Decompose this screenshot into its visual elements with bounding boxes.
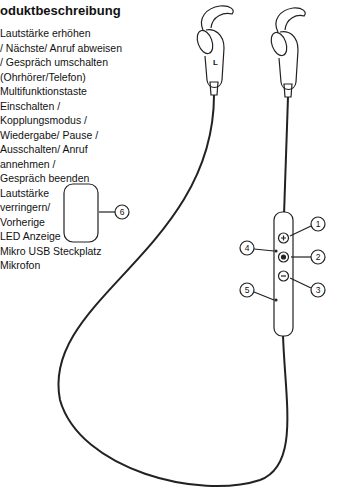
ear-tip [194, 28, 215, 55]
remote-side-view [64, 184, 98, 242]
description-line: Multifunktionstaste [0, 85, 87, 97]
leader-line [290, 278, 311, 288]
minus-sign [281, 275, 286, 276]
volume-up-button [279, 233, 289, 243]
cable-strain-relief [284, 84, 292, 97]
remote-control [274, 212, 293, 336]
cable [58, 95, 287, 486]
ear-hook [202, 6, 234, 30]
title: oduktbeschreibung [0, 3, 121, 18]
leader-line [290, 226, 311, 236]
description-line: Ausschalten/ Anruf [0, 143, 88, 155]
plus-sign [281, 236, 286, 241]
side-marker: L [213, 58, 218, 67]
callout-number: 2 [312, 252, 324, 262]
description-line: Mikro USB Steckplatz [0, 245, 102, 257]
description-line: Einschalten / [0, 100, 60, 112]
description-line: (Ohrhörer/Telefon) [0, 71, 86, 83]
description-line: / Gespräch umschalten [0, 56, 108, 68]
microphone-hole [275, 299, 277, 301]
callout-number: 6 [116, 207, 128, 217]
description-line: Kopplungsmodus / [0, 114, 87, 126]
leader-line [254, 292, 274, 300]
callout-circle [115, 205, 129, 219]
callout-circle [240, 283, 254, 297]
description-line: Lautstärke erhöhen [0, 27, 90, 39]
callout-circle [240, 241, 254, 255]
description-line: Vorherige [0, 216, 45, 228]
description-line: LED Anzeige [0, 230, 61, 242]
callout-number: 1 [312, 219, 324, 229]
description-line: verringern/ [0, 201, 50, 213]
description-line: Wiedergabe/ Pause / [0, 129, 98, 141]
cable [284, 97, 288, 215]
description-line: Gespräch beenden [0, 172, 89, 184]
button-dot [282, 255, 286, 259]
earbud-body [279, 32, 298, 90]
cable-strain-relief [210, 82, 218, 95]
leader-line [254, 249, 274, 251]
multifunction-button [279, 252, 289, 262]
callout-circle [311, 250, 325, 264]
leader-line [291, 256, 311, 257]
leader-line [99, 211, 115, 212]
earbud-body [205, 30, 224, 88]
description-line: annehmen / [0, 158, 55, 170]
led [275, 250, 277, 252]
ear-hook [276, 8, 305, 32]
callout-number: 4 [241, 243, 253, 253]
volume-down-button [279, 271, 289, 281]
callout-number: 3 [312, 285, 324, 295]
description-line: / Nächste/ Anruf abweisen [0, 42, 122, 54]
ear-tip [268, 30, 289, 57]
description-line: Mikrofon [0, 259, 40, 271]
description-line: Lautstärke [0, 187, 49, 199]
callout-circle [311, 283, 325, 297]
callout-circle [311, 217, 325, 231]
callout-number: 5 [241, 285, 253, 295]
